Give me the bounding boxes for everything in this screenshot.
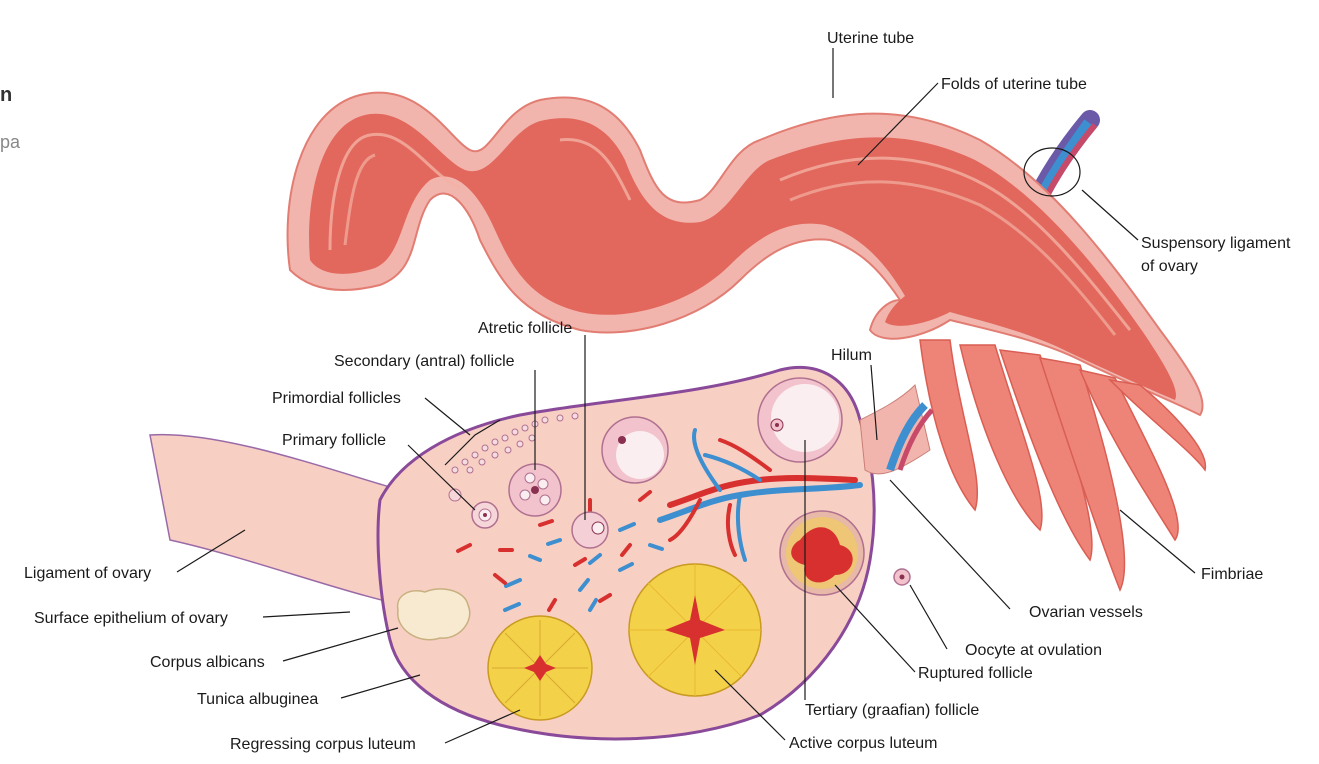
label-ovarian-vessels: Ovarian vessels [1029, 603, 1143, 622]
oocyte [894, 569, 910, 585]
label-primordial-follicles: Primordial follicles [272, 389, 401, 408]
label-secondary-follicle: Secondary (antral) follicle [334, 352, 515, 371]
active-corpus-luteum [629, 564, 761, 696]
label-primary-follicle: Primary follicle [282, 431, 386, 450]
secondary-follicle [509, 464, 561, 516]
developing-follicle [602, 417, 668, 483]
label-uterine-tube: Uterine tube [827, 29, 914, 48]
label-atretic-follicle: Atretic follicle [478, 319, 572, 338]
tertiary-follicle [758, 378, 842, 462]
label-active-corpus-luteum: Active corpus luteum [789, 734, 938, 753]
edge-fragment-2: pa [0, 132, 20, 153]
label-regressing-corpus-luteum: Regressing corpus luteum [230, 735, 416, 754]
label-suspensory-ligament-1: Suspensory ligament [1141, 234, 1290, 253]
ruptured-follicle [780, 511, 864, 595]
label-suspensory-ligament-2: of ovary [1141, 257, 1198, 276]
label-folds-of-uterine-tube: Folds of uterine tube [941, 75, 1087, 94]
edge-fragment-1: n [0, 84, 12, 107]
label-oocyte-at-ovulation: Oocyte at ovulation [965, 641, 1102, 660]
label-surface-epithelium: Surface epithelium of ovary [34, 609, 228, 628]
label-tunica-albuginea: Tunica albuginea [197, 690, 318, 709]
label-ligament-of-ovary: Ligament of ovary [24, 564, 151, 583]
regressing-corpus-luteum [488, 616, 592, 720]
label-tertiary-follicle: Tertiary (graafian) follicle [805, 701, 979, 720]
label-hilum: Hilum [831, 346, 872, 365]
label-ruptured-follicle: Ruptured follicle [918, 664, 1033, 683]
label-fimbriae: Fimbriae [1201, 565, 1263, 584]
label-corpus-albicans: Corpus albicans [150, 653, 265, 672]
corpus-albicans [398, 589, 470, 640]
atretic-follicle [572, 512, 608, 548]
